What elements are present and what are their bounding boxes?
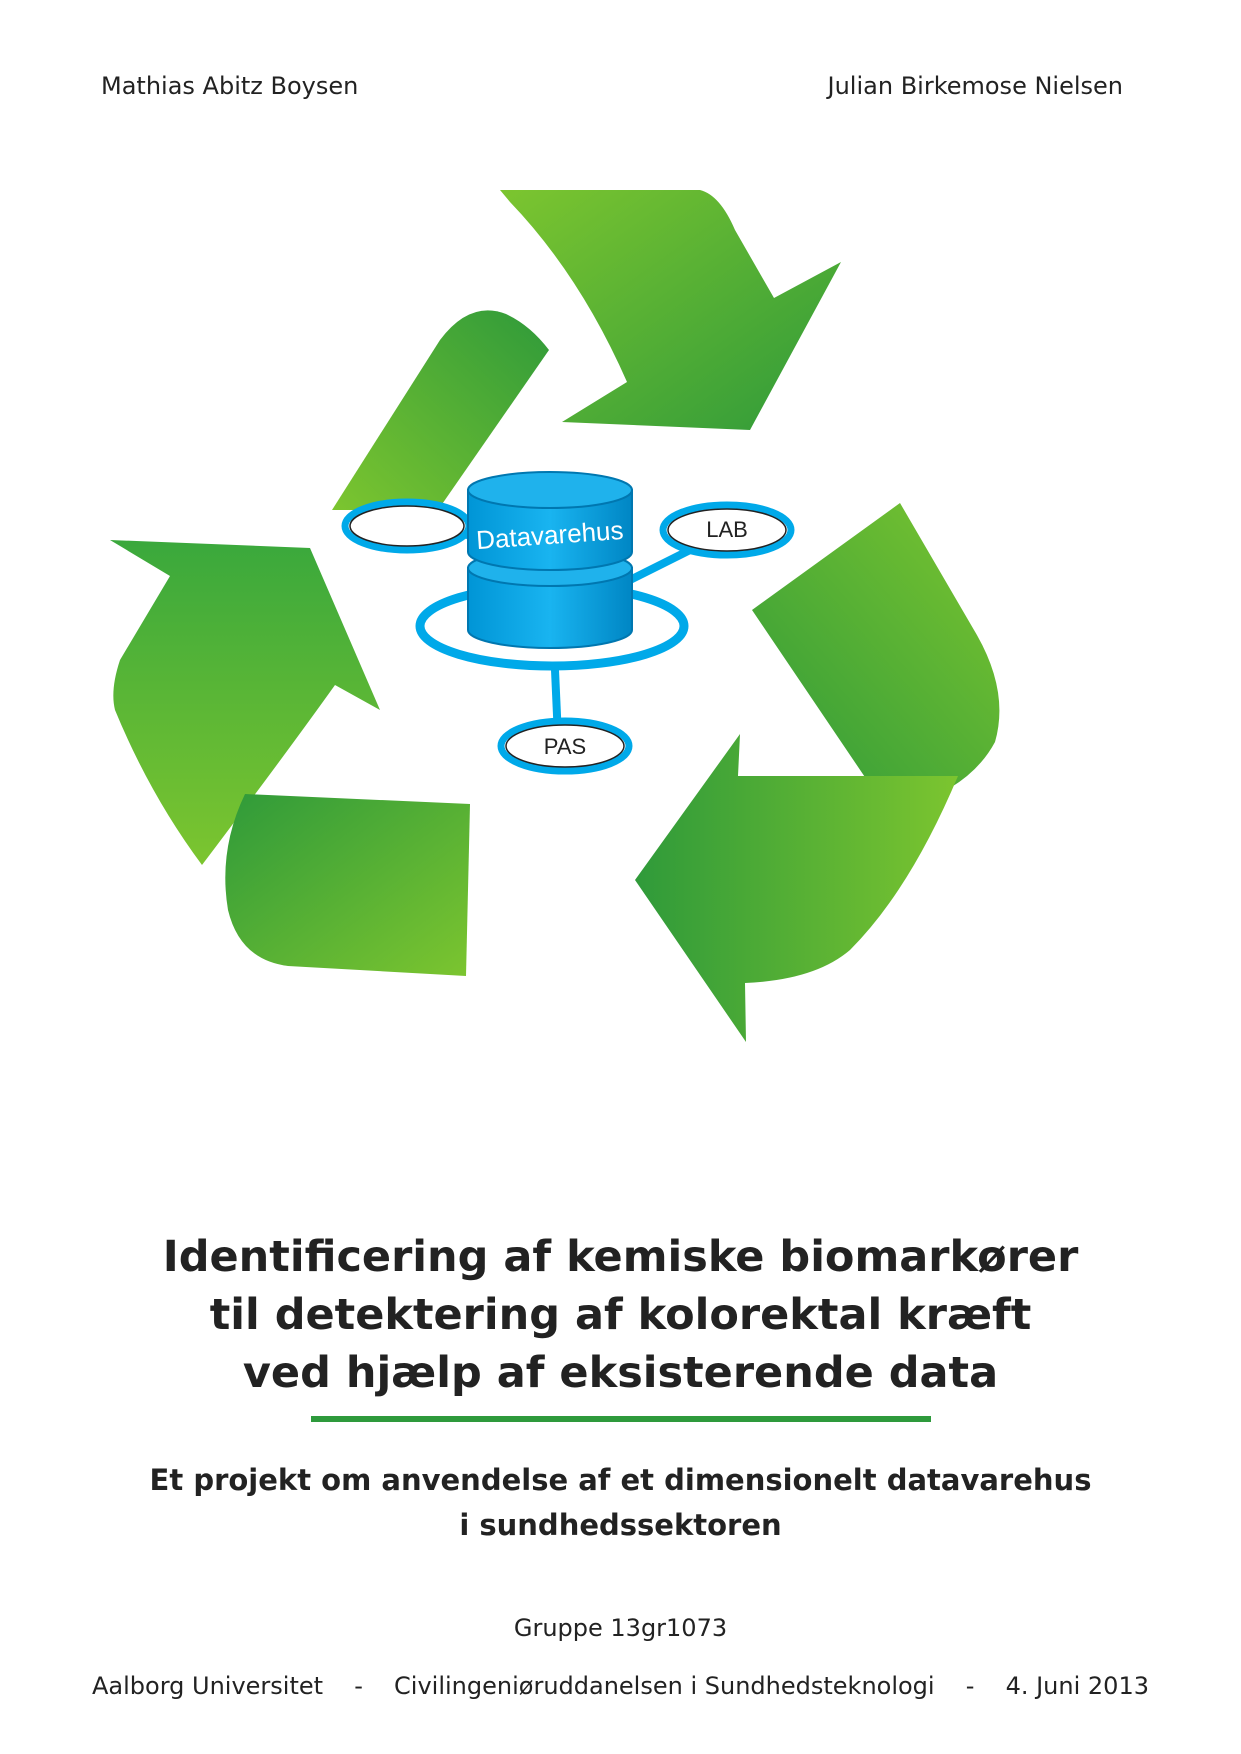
recycle-arm-top-arrow (500, 190, 841, 430)
source-ellipse-empty (341, 498, 473, 554)
title-line-1: Identificering af kemiske biomarkører (162, 1232, 1079, 1282)
footer-separator-1: - (354, 1672, 363, 1700)
footer-date: 4. Juni 2013 (1005, 1672, 1149, 1700)
recycle-arm-top-tail (332, 310, 549, 510)
recycle-arm-left-arrow (110, 540, 380, 865)
footer-program: Civilingeniøruddanelsen i Sundhedsteknol… (394, 1672, 935, 1700)
recycle-arm-right-arrow (635, 734, 958, 1042)
document-title: Identificering af kemiske biomarkører ti… (0, 1228, 1241, 1422)
title-line-3: ved hjælp af eksisterende data (242, 1348, 999, 1398)
recycle-datawarehouse-illustration: LAB PAS Datavarehus (110, 190, 1000, 1042)
source-ellipse-pas (497, 717, 633, 775)
recycle-arm-left-tail (225, 794, 470, 976)
document-subtitle: Et projekt om anvendelse af et dimension… (0, 1458, 1241, 1548)
database-cylinder-icon (467, 471, 633, 649)
subtitle-line-1: Et projekt om anvendelse af et dimension… (149, 1463, 1092, 1497)
group-name: Gruppe 13gr1073 (513, 1614, 728, 1642)
source-ellipse-lab (659, 501, 795, 559)
author-right: Julian Birkemose Nielsen (827, 72, 1123, 100)
source-label-lab: LAB (706, 517, 748, 542)
title-line-2: til detektering af kolorektal kræft (209, 1290, 1032, 1340)
footer-university: Aalborg Universitet (92, 1672, 324, 1700)
source-label-pas: PAS (544, 734, 586, 759)
recycle-arm-right-tail (752, 503, 1000, 792)
title-divider (310, 1416, 931, 1422)
author-left: Mathias Abitz Boysen (101, 72, 359, 100)
footer-separator-2: - (965, 1672, 975, 1700)
subtitle-line-2: i sundhedssektoren (459, 1508, 782, 1542)
footer: Aalborg Universitet - Civilingeniøruddan… (92, 1672, 1149, 1700)
